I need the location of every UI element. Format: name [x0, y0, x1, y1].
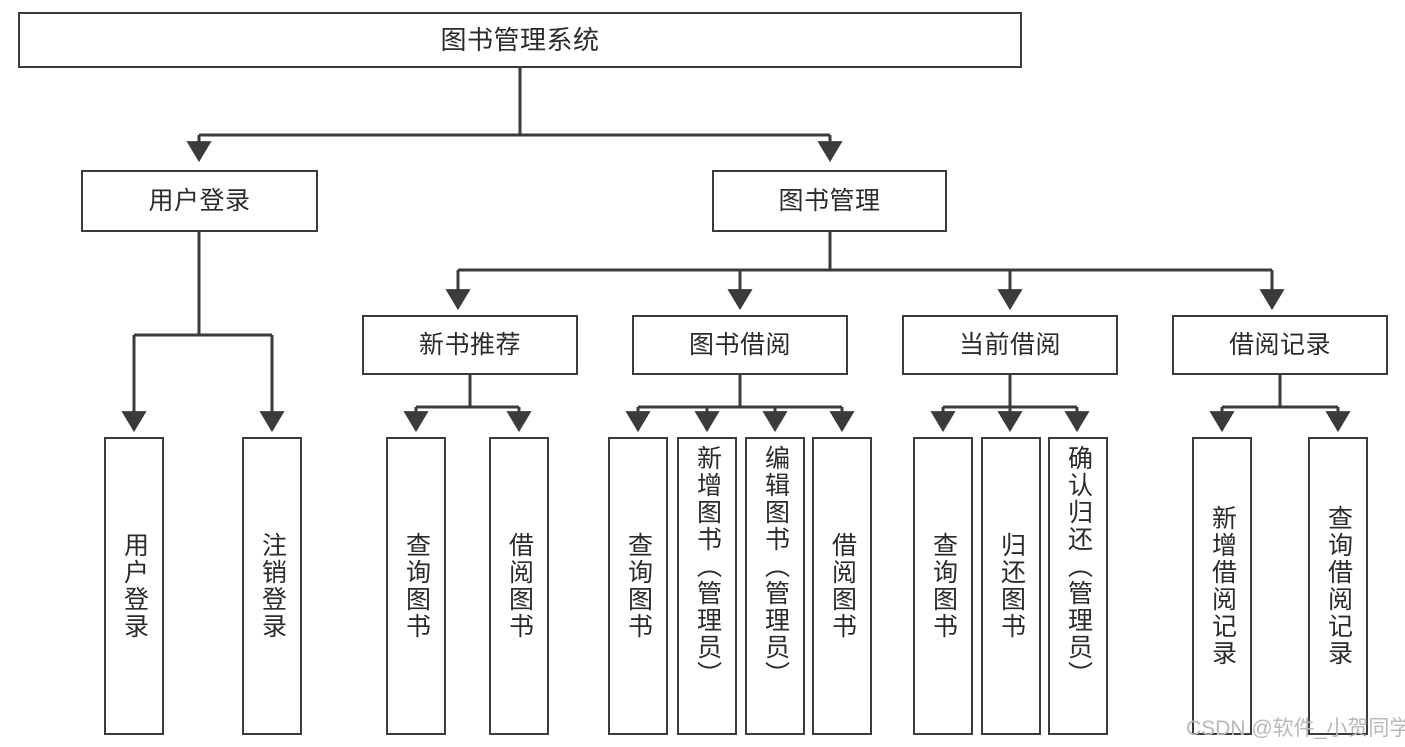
node-label: 借阅图书 [828, 532, 857, 640]
leaf-return-books[interactable]: 归还图书 [981, 437, 1041, 735]
leaf-borrow-books-recommend[interactable]: 借阅图书 [489, 437, 549, 735]
node-label: 图书管理 [778, 186, 881, 215]
node-label: 注销登录 [258, 532, 287, 640]
node-new-book-recommend[interactable]: 新书推荐 [362, 315, 578, 375]
node-label: 借阅记录 [1228, 330, 1331, 359]
node-label: 编辑图书（管理员） [761, 445, 790, 688]
csdn-watermark: CSDN @软件_小贺同学 [1186, 717, 1405, 740]
node-label: 确认归还（管理员） [1064, 445, 1093, 688]
leaf-query-books-recommend[interactable]: 查询图书 [386, 437, 446, 735]
node-borrow-record[interactable]: 借阅记录 [1172, 315, 1388, 375]
node-current-borrow[interactable]: 当前借阅 [902, 315, 1118, 375]
node-label: 用户登录 [148, 186, 251, 215]
node-label: 借阅图书 [505, 532, 534, 640]
leaf-borrow-books[interactable]: 借阅图书 [812, 437, 872, 735]
node-user-login[interactable]: 用户登录 [81, 170, 318, 232]
node-root-system[interactable]: 图书管理系统 [18, 12, 1022, 68]
node-book-borrow[interactable]: 图书借阅 [632, 315, 848, 375]
node-label: 用户登录 [120, 532, 149, 640]
node-label: 图书借阅 [688, 330, 791, 359]
node-label: 查询图书 [402, 532, 431, 640]
node-label: 新书推荐 [418, 330, 521, 359]
node-label: 查询图书 [624, 532, 653, 640]
node-book-management[interactable]: 图书管理 [712, 170, 947, 232]
leaf-logout[interactable]: 注销登录 [242, 437, 302, 735]
leaf-confirm-return-admin[interactable]: 确认归还（管理员） [1048, 437, 1108, 735]
node-label: 当前借阅 [958, 330, 1061, 359]
leaf-query-books-current[interactable]: 查询图书 [913, 437, 973, 735]
node-label: 查询图书 [929, 532, 958, 640]
node-label: 新增图书（管理员） [693, 445, 722, 688]
leaf-add-book-admin[interactable]: 新增图书（管理员） [677, 437, 737, 735]
node-label: 归还图书 [997, 532, 1026, 640]
node-label: 图书管理系统 [440, 25, 600, 55]
leaf-add-borrow-record[interactable]: 新增借阅记录 [1192, 437, 1252, 735]
leaf-query-books-borrow[interactable]: 查询图书 [608, 437, 668, 735]
leaf-edit-book-admin[interactable]: 编辑图书（管理员） [745, 437, 805, 735]
node-label: 新增借阅记录 [1208, 505, 1237, 667]
leaf-query-borrow-record[interactable]: 查询借阅记录 [1308, 437, 1368, 735]
node-label: 查询借阅记录 [1324, 505, 1353, 667]
leaf-user-login[interactable]: 用户登录 [104, 437, 164, 735]
